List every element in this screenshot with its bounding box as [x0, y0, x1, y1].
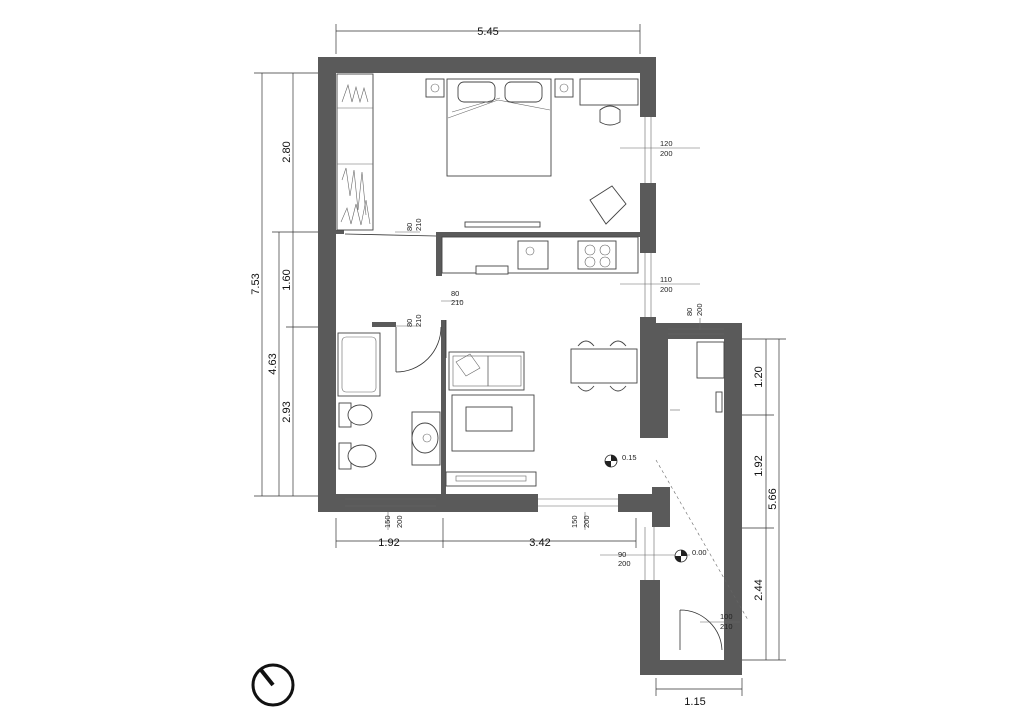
- label-hall-door-h: 210: [451, 298, 464, 307]
- label-bedroom-door-h: 210: [414, 218, 423, 231]
- north-arrow-icon: [251, 663, 295, 707]
- level-marker-living: [604, 454, 618, 468]
- double-bed: [425, 78, 574, 177]
- dim-right-total: 5.66: [767, 488, 779, 509]
- label-bedroom-door-w: 80: [405, 223, 414, 231]
- doors: [344, 233, 723, 651]
- tv-unit: [445, 471, 537, 487]
- dim-right-bottom: 2.44: [753, 579, 765, 600]
- label-annex-window-h: 200: [695, 303, 704, 316]
- label-bedroom-window-w: 120: [660, 139, 673, 148]
- label-living-window-h: 200: [582, 515, 591, 528]
- windows: [345, 117, 724, 580]
- kitchen-counter: [441, 236, 639, 275]
- dim-left-lower: 2.93: [281, 401, 293, 422]
- label-bath-door-h: 210: [414, 314, 423, 327]
- dim-bottom-right: 1.15: [684, 696, 705, 708]
- level-entry: 0.00: [692, 548, 707, 557]
- dim-right-mid: 1.92: [753, 455, 765, 476]
- washbasin: [411, 411, 441, 466]
- hidden-line: [655, 459, 749, 621]
- label-hall-door-w: 80: [451, 289, 459, 298]
- label-annex-window-w: 80: [685, 308, 694, 316]
- dimension-lines: [254, 24, 786, 696]
- dim-left-mid: 1.60: [281, 269, 293, 290]
- label-entry-door-h: 210: [720, 622, 733, 631]
- dim-bottom-left: 1.92: [378, 537, 399, 549]
- bidet: [338, 402, 373, 428]
- label-kitchen-window-w: 110: [660, 275, 672, 284]
- label-bedroom-window-h: 200: [660, 149, 673, 158]
- dim-top-width: 5.45: [477, 26, 498, 38]
- water-heater: [696, 341, 725, 379]
- desk: [579, 78, 639, 126]
- label-entry-door-w: 100: [720, 612, 733, 621]
- label-bath-window-h: 200: [395, 515, 404, 528]
- tv-bedroom: [464, 221, 541, 228]
- label-bath-window-w: 150: [383, 515, 392, 528]
- wardrobe: [336, 73, 374, 231]
- dim-left-upper: 2.80: [281, 141, 293, 162]
- coat-rack: [670, 391, 723, 413]
- toilet: [338, 442, 377, 470]
- label-bath-door-w: 80: [405, 319, 414, 327]
- dim-right-top: 1.20: [753, 366, 765, 387]
- bathtub: [337, 332, 381, 397]
- dining-table: [570, 340, 638, 392]
- label-living-window-w: 150: [570, 515, 579, 528]
- label-entry-window-h: 200: [618, 559, 631, 568]
- label-kitchen-window-h: 200: [660, 285, 673, 294]
- dim-left-total: 7.53: [250, 273, 262, 294]
- sofa: [448, 351, 525, 391]
- dim-bottom-mid: 3.42: [529, 537, 550, 549]
- walls: [318, 57, 742, 675]
- armchair: [589, 185, 627, 225]
- level-marker-entry: [674, 549, 688, 563]
- level-living: 0.15: [622, 453, 637, 462]
- label-entry-window-w: 90: [618, 550, 626, 559]
- dim-left-lower-total: 4.63: [267, 353, 279, 374]
- rug-coffee-table: [451, 394, 535, 452]
